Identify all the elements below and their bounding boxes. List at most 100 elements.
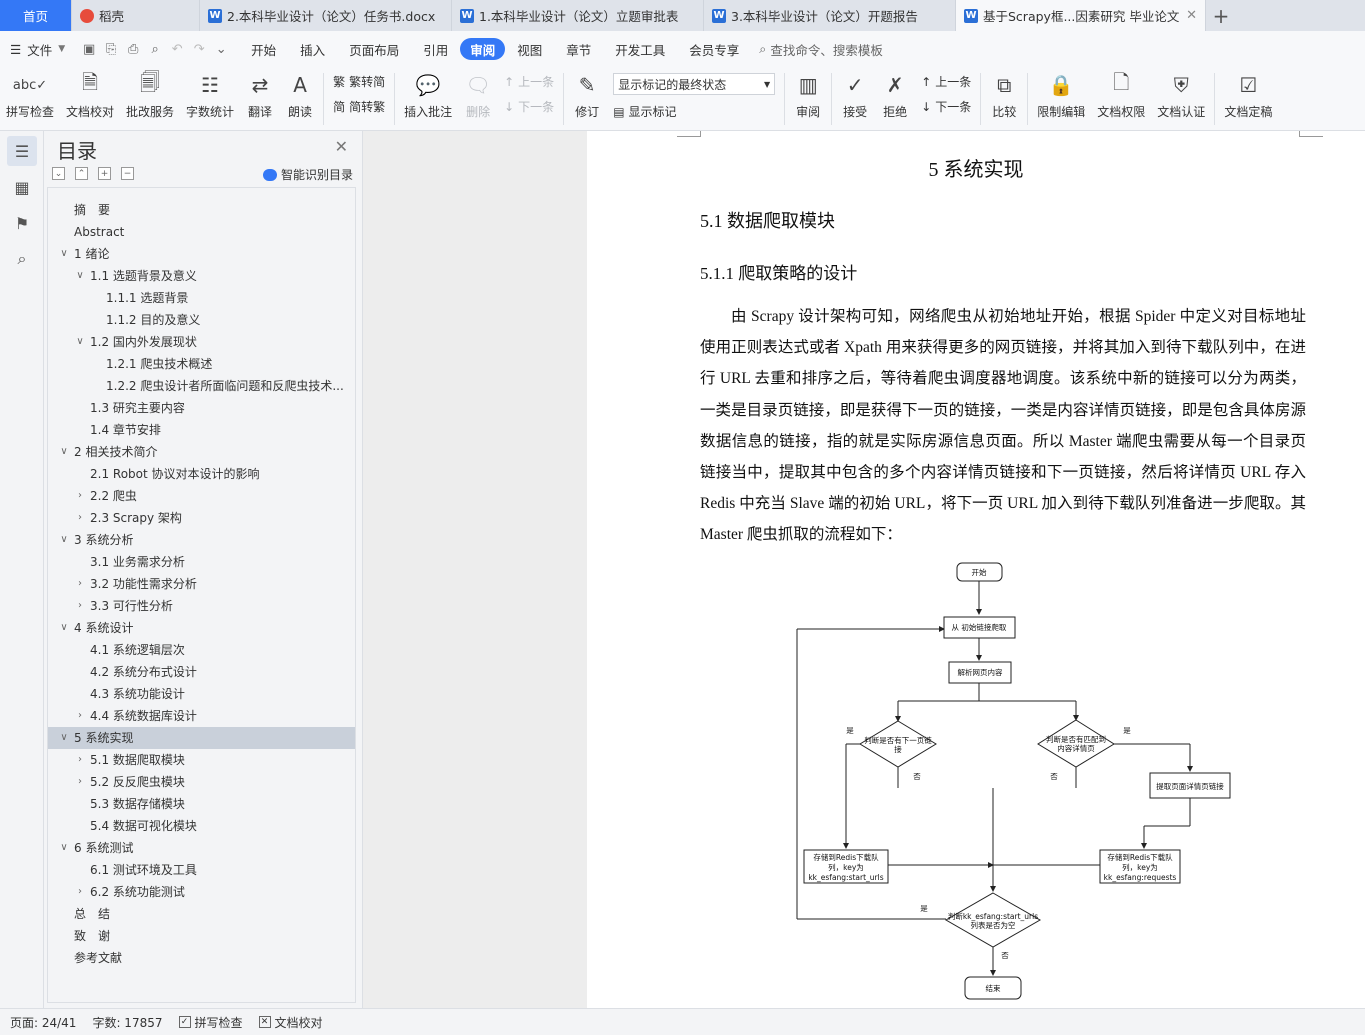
toc-item[interactable]: 4.3 系统功能设计: [48, 683, 355, 705]
menu-start[interactable]: 开始: [251, 42, 277, 58]
close-icon[interactable]: ✕: [334, 137, 348, 156]
collapse-all-icon[interactable]: ⌃: [75, 167, 88, 180]
show-markup-button[interactable]: ▤显示标记: [613, 103, 775, 120]
doc-auth-button[interactable]: ⛨文档认证: [1151, 67, 1211, 120]
chevron-right-icon[interactable]: ›: [78, 754, 82, 765]
compare-button[interactable]: ⧉比较: [984, 67, 1024, 120]
toc-item[interactable]: 4.2 系统分布式设计: [48, 661, 355, 683]
word-count-button[interactable]: ☷字数统计: [180, 67, 240, 120]
toc-item[interactable]: 2.1 Robot 协议对本设计的影响: [48, 463, 355, 485]
toc-item[interactable]: 4.1 系统逻辑层次: [48, 639, 355, 661]
toc-item[interactable]: ›3.2 功能性需求分析: [48, 573, 355, 595]
prev-change-button[interactable]: ↑上一条: [921, 73, 971, 90]
menu-layout[interactable]: 页面布局: [349, 42, 400, 58]
chevron-down-icon[interactable]: ∨: [76, 270, 84, 281]
chevron-down-icon[interactable]: ∨: [60, 622, 68, 633]
toc-item[interactable]: ›5.1 数据爬取模块: [48, 749, 355, 771]
accept-button[interactable]: ✓接受: [835, 67, 875, 120]
next-comment-button[interactable]: ↓下一条: [504, 98, 554, 115]
toc-item[interactable]: ∨1.1 选题背景及意义: [48, 265, 355, 287]
toc-item[interactable]: ∨6 系统测试: [48, 837, 355, 859]
chevron-down-icon[interactable]: ∨: [60, 248, 68, 259]
toc-item[interactable]: 3.1 业务需求分析: [48, 551, 355, 573]
chevron-down-icon[interactable]: ∨: [60, 732, 68, 743]
close-tab-icon[interactable]: ✕: [1186, 8, 1197, 23]
toc-icon[interactable]: ☰: [7, 136, 37, 166]
tab-home[interactable]: 首页: [0, 0, 72, 31]
toc-item[interactable]: ∨1 绪论: [48, 243, 355, 265]
toc-item[interactable]: ∨4 系统设计: [48, 617, 355, 639]
spell-check-toggle[interactable]: ✓拼写检查: [178, 1014, 243, 1031]
menu-view[interactable]: 视图: [517, 42, 543, 58]
print-icon[interactable]: ⎙: [127, 41, 139, 57]
to-traditional-button[interactable]: 繁繁转简: [333, 73, 385, 90]
expand-all-icon[interactable]: ⌄: [52, 167, 65, 180]
page-indicator[interactable]: 页面: 24/41: [10, 1015, 77, 1030]
customize-icon[interactable]: ⌄: [215, 41, 227, 57]
new-tab-button[interactable]: +: [1212, 3, 1230, 28]
toc-item[interactable]: ›5.2 反反爬虫模块: [48, 771, 355, 793]
document-page[interactable]: 5 系统实现 5.1 数据爬取模块 5.1.1 爬取策略的设计 由 Scrapy…: [587, 131, 1365, 1008]
chevron-right-icon[interactable]: ›: [78, 512, 82, 523]
insert-comment-button[interactable]: 💬插入批注: [398, 67, 458, 120]
toc-item[interactable]: 1.4 章节安排: [48, 419, 355, 441]
toc-item[interactable]: 致 谢: [48, 925, 355, 947]
track-changes-button[interactable]: ✎修订: [567, 67, 607, 120]
toc-item[interactable]: 5.3 数据存储模块: [48, 793, 355, 815]
markup-state-select[interactable]: 显示标记的最终状态▼: [613, 73, 776, 95]
print-preview-icon[interactable]: ⌕: [151, 41, 159, 57]
save-icon[interactable]: ▣: [83, 41, 96, 57]
menu-developer[interactable]: 开发工具: [615, 42, 666, 58]
spell-check-button[interactable]: abc✓拼写检查: [0, 67, 60, 120]
doc-rights-button[interactable]: 🗋文档权限: [1091, 67, 1151, 120]
doc-check-toggle[interactable]: ✕文档校对: [258, 1014, 323, 1031]
tab-daoke[interactable]: 稻壳: [72, 0, 200, 31]
menu-insert[interactable]: 插入: [300, 42, 326, 58]
chevron-down-icon[interactable]: ∨: [76, 336, 84, 347]
redo-icon[interactable]: ↷: [193, 41, 205, 57]
chevron-right-icon[interactable]: ›: [78, 776, 82, 787]
toc-item[interactable]: ∨1.2 国内外发展现状: [48, 331, 355, 353]
toc-item[interactable]: ∨2 相关技术简介: [48, 441, 355, 463]
toc-item[interactable]: ›4.4 系统数据库设计: [48, 705, 355, 727]
toc-item[interactable]: 1.1.1 选题背景: [48, 287, 355, 309]
add-heading-icon[interactable]: +: [98, 167, 111, 180]
smart-toc-button[interactable]: 智能识别目录: [262, 166, 353, 183]
finalize-button[interactable]: ☑文档定稿: [1218, 67, 1278, 120]
toc-item[interactable]: ›2.2 爬虫: [48, 485, 355, 507]
undo-icon[interactable]: ↶: [171, 41, 183, 57]
chevron-right-icon[interactable]: ›: [78, 490, 82, 501]
to-simplified-button[interactable]: 简简转繁: [333, 98, 385, 115]
menu-member[interactable]: 会员专享: [689, 42, 740, 58]
chevron-right-icon[interactable]: ›: [78, 710, 82, 721]
toc-item[interactable]: ›2.3 Scrapy 架构: [48, 507, 355, 529]
chevron-right-icon[interactable]: ›: [78, 600, 82, 611]
menu-review[interactable]: 审阅: [460, 38, 506, 60]
doc-check-button[interactable]: 🗎文档校对: [60, 67, 120, 120]
toc-item[interactable]: 1.2.2 爬虫设计者所面临问题和反爬虫技术...: [48, 375, 355, 397]
toc-item[interactable]: 6.1 测试环境及工具: [48, 859, 355, 881]
export-icon[interactable]: ⎘: [105, 41, 117, 57]
toc-item[interactable]: 1.3 研究主要内容: [48, 397, 355, 419]
word-count[interactable]: 字数: 17857: [92, 1015, 163, 1030]
batch-service-button[interactable]: 🗐批改服务: [120, 67, 180, 120]
delete-comment-button[interactable]: 🗨删除: [458, 67, 498, 120]
toc-item[interactable]: ∨3 系统分析: [48, 529, 355, 551]
toc-item[interactable]: ∨5 系统实现: [48, 727, 355, 749]
chevron-down-icon[interactable]: ∨: [60, 446, 68, 457]
toc-item[interactable]: 参考文献: [48, 947, 355, 969]
search-icon[interactable]: ⌕: [17, 249, 27, 268]
next-change-button[interactable]: ↓下一条: [921, 98, 971, 115]
chapter-nav-icon[interactable]: ▦: [14, 177, 30, 197]
toc-item[interactable]: 5.4 数据可视化模块: [48, 815, 355, 837]
menu-references[interactable]: 引用: [423, 42, 449, 58]
toc-item[interactable]: ›6.2 系统功能测试: [48, 881, 355, 903]
chevron-down-icon[interactable]: ∨: [60, 534, 68, 545]
command-search[interactable]: ⌕查找命令、搜索模板: [759, 40, 883, 59]
toc-item[interactable]: Abstract: [48, 221, 355, 243]
toc-item[interactable]: 摘 要: [48, 199, 355, 221]
